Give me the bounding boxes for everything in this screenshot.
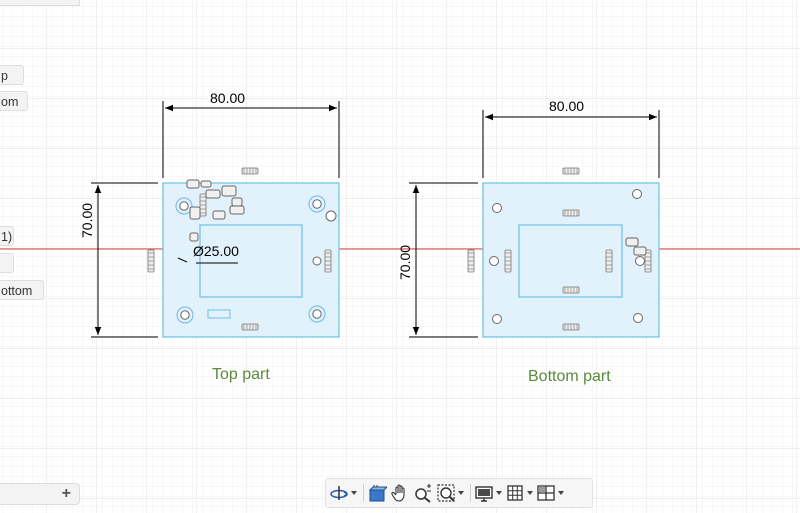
orbit-icon — [330, 486, 349, 500]
bottom-hole-right — [635, 256, 645, 266]
grid-snap-icon — [507, 485, 523, 501]
top-diameter-value: Ø25.00 — [193, 243, 239, 259]
viewports-icon — [537, 485, 555, 501]
add-comment-button[interactable]: + — [61, 485, 71, 502]
viewports-menu-caret[interactable] — [558, 491, 564, 495]
fit-window-button[interactable] — [436, 481, 464, 505]
fit-window-icon — [437, 484, 455, 502]
top-part-cutout — [199, 224, 303, 298]
top-part-sketch[interactable]: 80.00 70.00 Ø25.00 Top part — [79, 90, 340, 383]
top-dimension-diameter[interactable]: Ø25.00 — [177, 243, 239, 264]
display-settings-icon — [475, 486, 493, 502]
bottom-height-value: 70.00 — [397, 245, 413, 280]
top-height-value: 70.00 — [79, 203, 95, 238]
panel-header-stub — [0, 0, 80, 6]
bottom-slot-inner-bottom — [562, 286, 580, 294]
bottom-slot-top — [562, 167, 580, 175]
bottom-slot-bottom — [562, 323, 580, 331]
top-dimension-width[interactable]: 80.00 — [162, 90, 340, 178]
bottom-dimension-height[interactable]: 70.00 — [397, 182, 478, 338]
bottom-part-body[interactable] — [482, 182, 660, 338]
bottom-hole-tr — [632, 189, 642, 199]
zoom-icon — [415, 484, 431, 503]
grid-menu-caret[interactable] — [527, 491, 533, 495]
top-slot-right — [324, 249, 332, 273]
bottom-hole-left — [489, 256, 499, 266]
look-at-icon — [368, 485, 387, 502]
browser-item-5[interactable]: ottom — [0, 280, 44, 300]
top-slot-bottom — [241, 323, 259, 331]
bottom-part-label: Bottom part — [528, 368, 611, 385]
bottom-part-sketch[interactable]: 80.00 70.00 Bottom part — [397, 98, 660, 385]
top-hole-right-mid — [312, 256, 322, 266]
comments-panel[interactable]: + — [0, 483, 80, 505]
navigation-toolbar — [325, 478, 593, 508]
bottom-hole-tl — [492, 203, 502, 213]
grid-snap-button[interactable] — [505, 481, 533, 505]
browser-item-4[interactable] — [0, 253, 14, 273]
bottom-part-cutout — [518, 224, 623, 298]
top-width-value: 80.00 — [210, 90, 245, 106]
toolbar-separator — [470, 484, 471, 502]
top-hole-right — [325, 210, 337, 222]
top-part-label: Top part — [212, 366, 270, 383]
bottom-slot-left — [467, 249, 475, 273]
bottom-slot-inner-left — [504, 249, 512, 273]
browser-item-2[interactable]: om — [0, 91, 28, 111]
display-settings-button[interactable] — [474, 481, 502, 505]
browser-item-3[interactable]: 1) — [0, 226, 14, 246]
top-dimension-height[interactable]: 70.00 — [79, 182, 158, 338]
pan-icon — [391, 484, 405, 502]
top-slot-top — [241, 167, 259, 175]
look-at-button[interactable] — [367, 481, 387, 505]
browser-item-1[interactable]: p — [0, 65, 24, 85]
bottom-slot-inner-top — [562, 209, 580, 217]
constraint-glyphs — [186, 179, 245, 242]
zoom-button[interactable] — [413, 481, 433, 505]
top-slot-inner — [199, 193, 207, 217]
viewports-button[interactable] — [536, 481, 564, 505]
bottom-hole-bl — [492, 314, 502, 324]
pan-button[interactable] — [390, 481, 410, 505]
top-slot-left — [147, 249, 155, 273]
orbit-button[interactable] — [329, 481, 357, 505]
bottom-width-value: 80.00 — [549, 98, 584, 114]
orbit-menu-caret[interactable] — [351, 491, 357, 495]
top-part-small-slot — [207, 309, 231, 319]
bottom-slot-inner-right — [605, 249, 613, 273]
bottom-dimension-width[interactable]: 80.00 — [482, 98, 660, 178]
bottom-hole-br — [633, 313, 643, 323]
fit-menu-caret[interactable] — [458, 491, 464, 495]
toolbar-separator — [363, 484, 364, 502]
bottom-constraint-glyphs — [625, 237, 647, 256]
display-menu-caret[interactable] — [496, 491, 502, 495]
